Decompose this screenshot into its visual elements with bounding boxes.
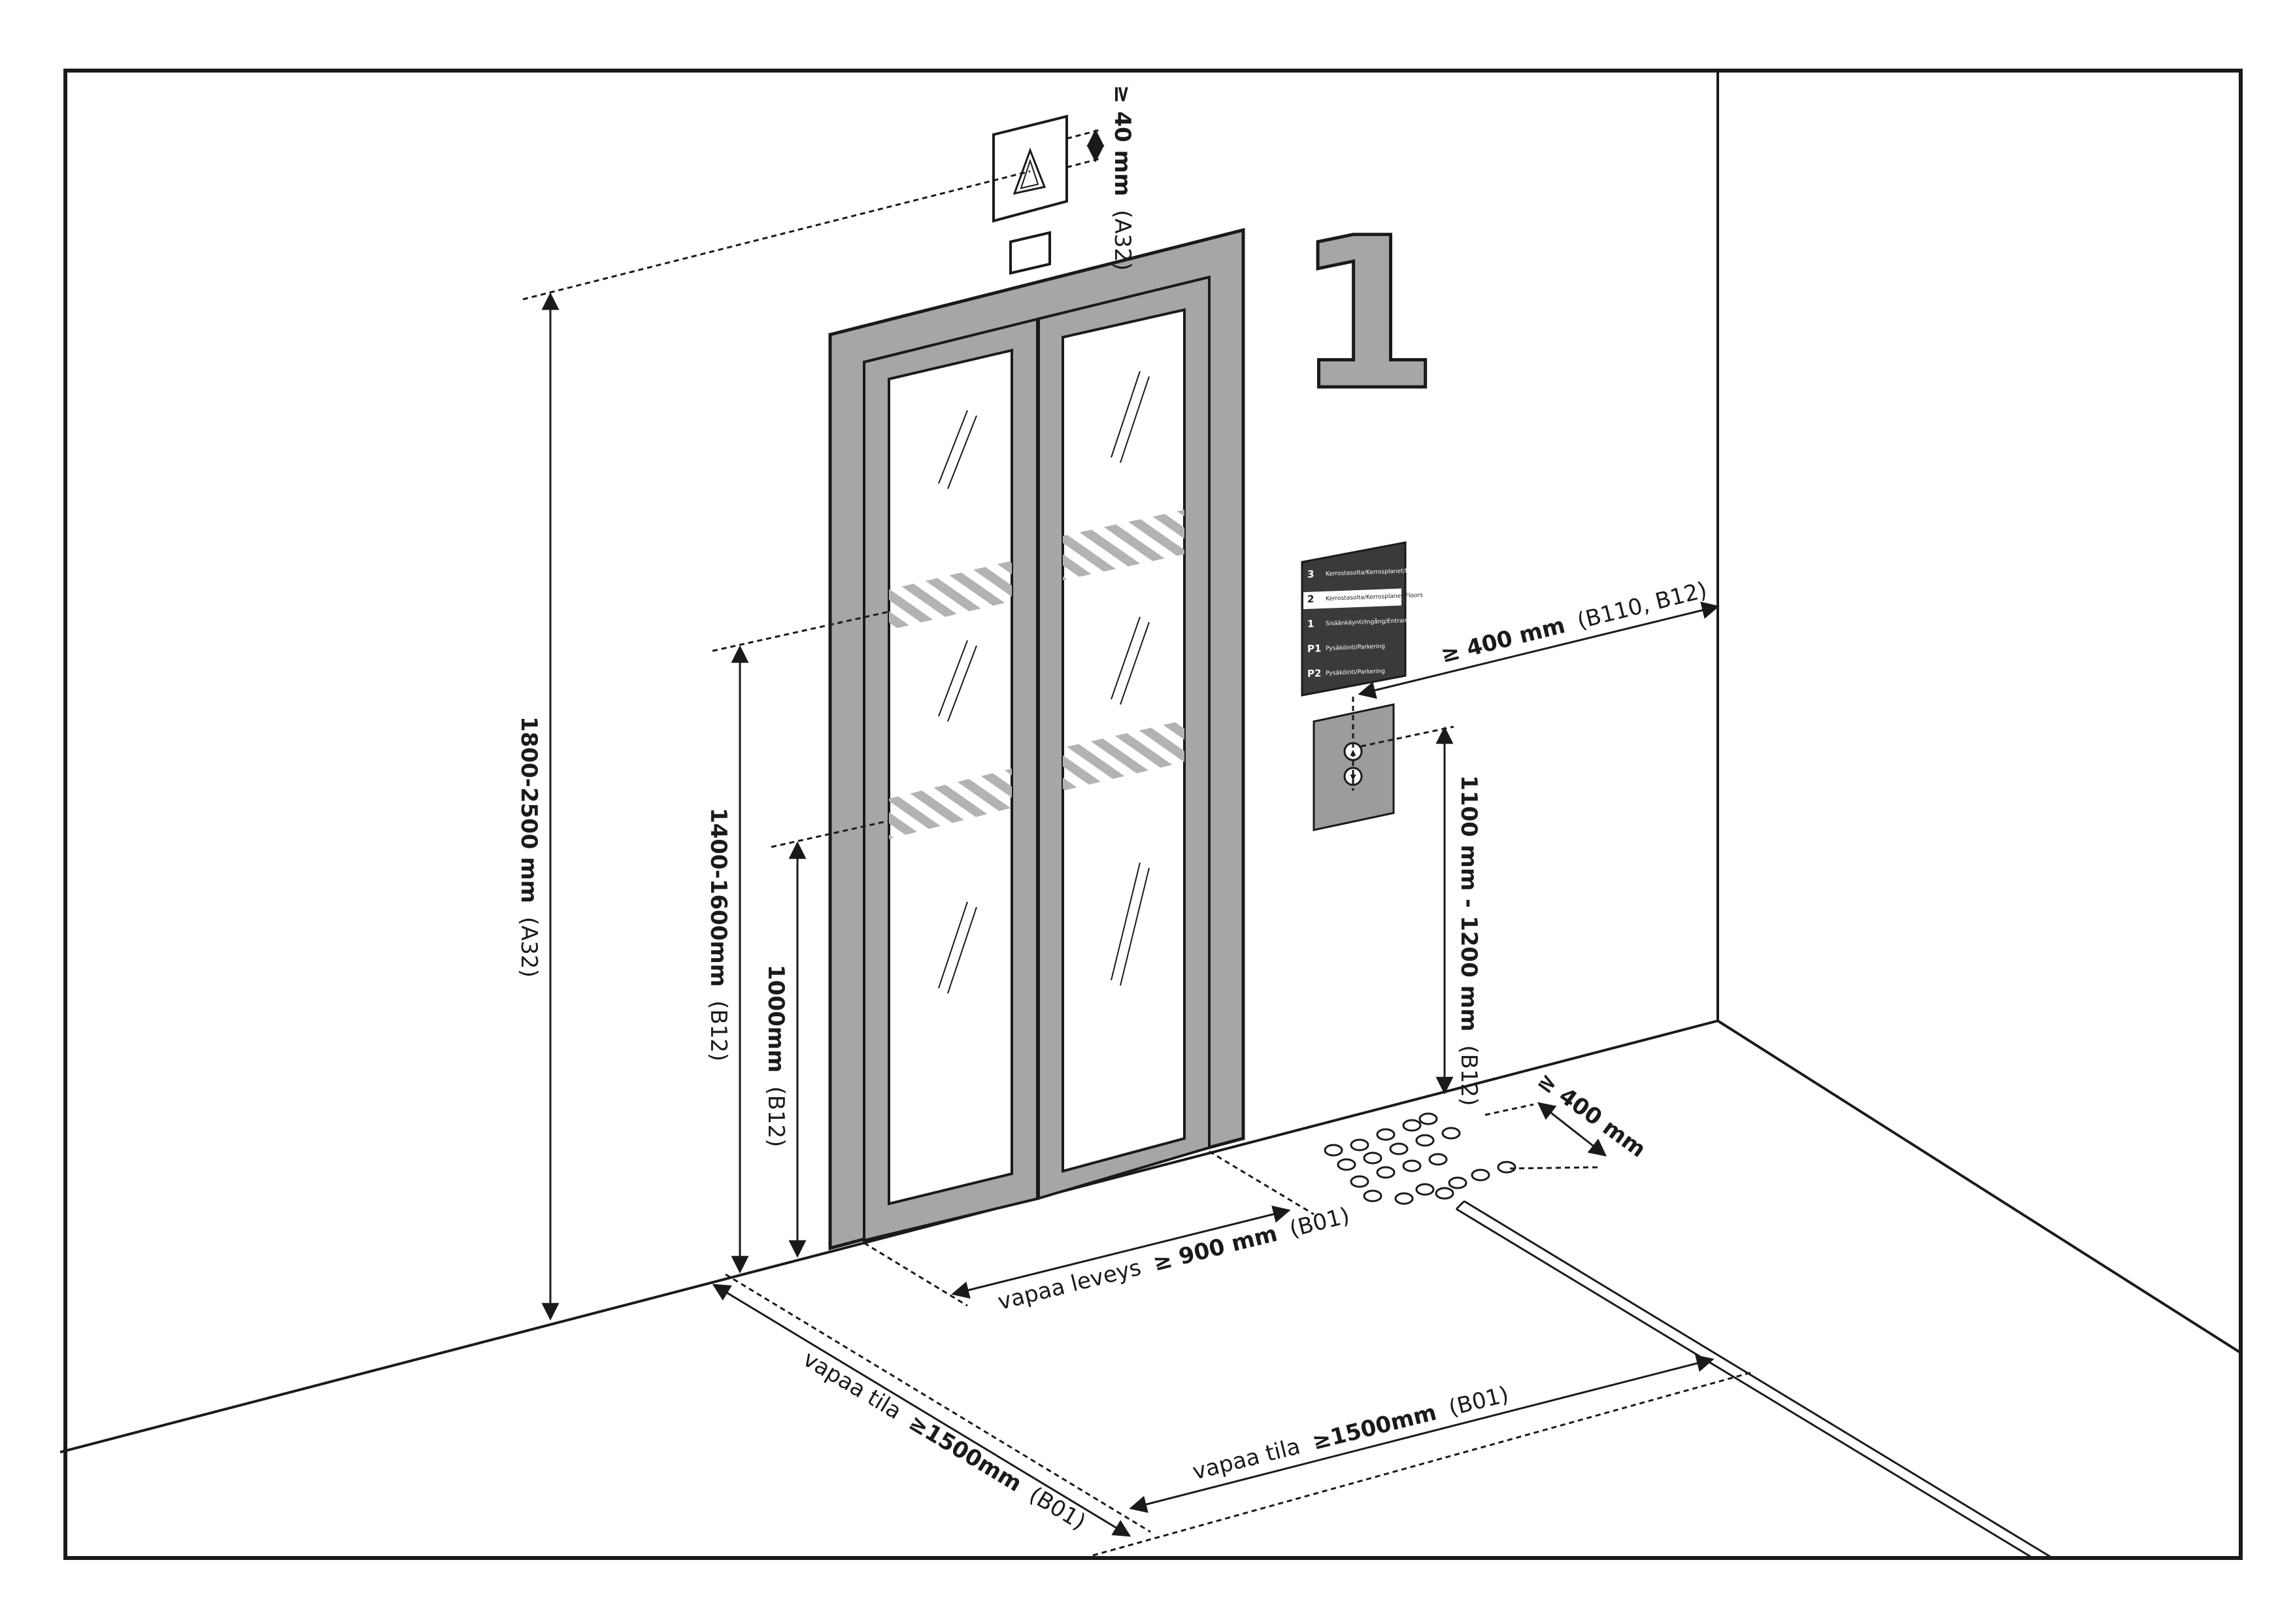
directory-floor-number: 1 bbox=[1307, 618, 1314, 630]
dim-signal-height-value: 1800-2500 mm bbox=[516, 716, 542, 903]
dimension-lines bbox=[522, 128, 1752, 1557]
dim-corner-distance: ≥ 400 mm (B110, B12) bbox=[1439, 577, 1710, 669]
dim-marking-lower-value: 1000mm bbox=[763, 965, 789, 1072]
dim-signal-height-ref: (A32) bbox=[516, 917, 542, 978]
tactile-warning-studs bbox=[1324, 1112, 1516, 1205]
arrival-signal bbox=[992, 114, 1068, 275]
dim-signal-size-ref: (A32) bbox=[1109, 210, 1135, 271]
upper-marking-right bbox=[1063, 510, 1184, 580]
signal-small-box bbox=[1009, 231, 1051, 275]
dim-signal-size-value: ≥ 40 mm bbox=[1109, 85, 1135, 196]
dim-door-width: vapaa leveys ≥ 900 mm (B01) bbox=[996, 1202, 1352, 1316]
lower-marking-right bbox=[1063, 720, 1184, 791]
dim-free-space-right-ref: (B01) bbox=[1446, 1382, 1511, 1421]
arrival-arrow-icon bbox=[1013, 147, 1046, 195]
call-down-button[interactable] bbox=[1343, 767, 1363, 786]
dim-tactile-area: ≥ 400 mm bbox=[1533, 1067, 1650, 1163]
elevator-door bbox=[828, 227, 1245, 1251]
floor-number: 1 bbox=[1294, 193, 1440, 437]
dim-signal-size: ≥ 40 mm (A32) bbox=[1109, 85, 1135, 271]
dim-button-height-value: 1100 mm - 1200 mm bbox=[1456, 775, 1482, 1031]
down-arrow-icon: ▼ bbox=[1350, 772, 1356, 782]
dim-free-space-left-value: ≥1500mm bbox=[904, 1410, 1026, 1497]
dim-free-space-right-value: ≥1500mm bbox=[1310, 1399, 1439, 1455]
dim-door-width-prefix: vapaa leveys bbox=[996, 1255, 1144, 1316]
dim-button-height: 1100 mm - 1200 mm (B12) bbox=[1456, 775, 1482, 1106]
dim-free-space-left: vapaa tila ≥1500mm (B01) bbox=[798, 1346, 1090, 1535]
directory-floor-number: 2 bbox=[1307, 593, 1314, 605]
left-door-glass bbox=[888, 348, 1013, 1206]
dim-marking-lower: 1000mm (B12) bbox=[763, 965, 789, 1147]
directory-floor-number: 3 bbox=[1307, 569, 1314, 580]
glass-reflections bbox=[938, 371, 1150, 994]
side-floor-edge bbox=[1716, 1019, 2242, 1354]
dim-door-width-ref: (B01) bbox=[1287, 1202, 1352, 1242]
arrival-signal-box bbox=[992, 114, 1068, 223]
dim-free-space-right: vapaa tila ≥1500mm (B01) bbox=[1190, 1382, 1512, 1485]
dim-button-height-ref: (B12) bbox=[1456, 1045, 1482, 1106]
door-contrast-markings bbox=[889, 510, 1184, 839]
dim-marking-upper: 1400-1600mm (B12) bbox=[705, 808, 731, 1061]
dim-free-space-left-prefix: vapaa tila bbox=[798, 1346, 906, 1425]
floor-guide-strip bbox=[1455, 1200, 2053, 1559]
dim-free-space-right-prefix: vapaa tila bbox=[1190, 1433, 1303, 1485]
directory-floor-number: P2 bbox=[1307, 667, 1321, 680]
dim-tactile-area-value: ≥ 400 mm bbox=[1533, 1067, 1650, 1163]
dim-marking-upper-value: 1400-1600mm bbox=[705, 808, 731, 987]
call-button-panel: ▲ ▼ bbox=[1313, 703, 1395, 831]
outer-border bbox=[63, 69, 2243, 1560]
lower-marking-left bbox=[889, 769, 1012, 839]
directory-floor-number: P1 bbox=[1307, 642, 1321, 655]
dim-marking-lower-ref: (B12) bbox=[763, 1086, 789, 1147]
dim-marking-upper-ref: (B12) bbox=[705, 1001, 731, 1061]
dim-signal-height: 1800-2500 mm (A32) bbox=[516, 716, 542, 978]
upper-marking-left bbox=[889, 561, 1012, 630]
